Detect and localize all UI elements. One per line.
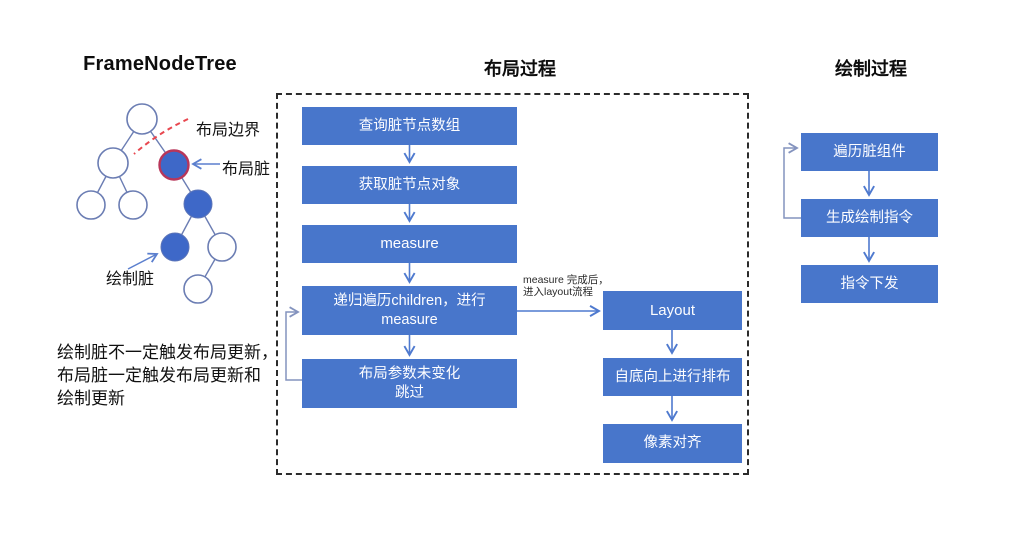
tree-node-layout-dirty — [158, 149, 190, 181]
frame-node-tree-figure — [76, 103, 237, 304]
tree-node-bottom-leaf — [183, 274, 213, 304]
step-generate-draw-commands: 生成绘制指令 — [801, 199, 938, 237]
step-params-unchanged-skip-line-1: 布局参数未变化 — [358, 365, 461, 382]
step-query-dirty-node-array: 查询脏节点数组 — [302, 107, 517, 145]
tree-note-line-2: 布局脏一定触发布局更新和 — [57, 366, 261, 385]
measure-complete-annotation-line-2: 进入layout流程 — [523, 286, 594, 298]
measure-complete-annotation: measure 完成后， 进入layout流程 — [523, 274, 609, 298]
step-recurse-children-measure-line-1: 递归遍历children，进行 — [333, 292, 486, 309]
step-recurse-children-measure: 递归遍历children，进行 measure — [302, 286, 517, 335]
tree-node-right-leaf — [207, 232, 237, 262]
layout-process-title: 布局过程 — [484, 59, 556, 79]
draw-process-title: 绘制过程 — [835, 59, 907, 79]
tree-node-root — [126, 103, 158, 135]
tree-node-dirty-child — [183, 189, 213, 219]
tree-node-leaf-1 — [76, 190, 106, 220]
step-params-unchanged-skip: 布局参数未变化 跳过 — [302, 359, 517, 408]
layout-dirty-label: 布局脏 — [222, 161, 271, 178]
loop-generate-back-to-traverse — [783, 142, 801, 219]
step-dispatch-commands: 指令下发 — [801, 265, 938, 303]
measure-complete-annotation-line-1: measure 完成后， — [523, 274, 609, 286]
step-measure: measure — [302, 225, 517, 263]
step-traverse-dirty-components: 遍历脏组件 — [801, 133, 938, 171]
layout-boundary-label: 布局边界 — [196, 122, 261, 139]
layout-boundary-dashed-arc — [133, 118, 189, 155]
step-get-dirty-node-object: 获取脏节点对象 — [302, 166, 517, 204]
step-pixel-align: 像素对齐 — [603, 424, 742, 463]
tree-node-draw-dirty — [160, 232, 190, 262]
step-params-unchanged-skip-line-2: 跳过 — [395, 384, 424, 401]
draw-dirty-pointer-arrow — [127, 252, 159, 270]
framenodetree-title: FrameNodeTree — [83, 53, 237, 75]
tree-note-line-3: 绘制更新 — [57, 389, 125, 408]
tree-note-line-1: 绘制脏不一定触发布局更新， — [57, 343, 278, 362]
tree-node-leaf-2 — [118, 190, 148, 220]
layout-process-container — [276, 93, 749, 475]
step-recurse-children-measure-line-2: measure — [381, 311, 438, 328]
step-bottom-up-arrange: 自底向上进行排布 — [603, 358, 742, 396]
step-layout: Layout — [603, 291, 742, 330]
tree-note: 绘制脏不一定触发布局更新， 布局脏一定触发布局更新和 绘制更新 — [57, 341, 278, 410]
tree-node-left — [97, 147, 129, 179]
draw-dirty-label: 绘制脏 — [106, 271, 155, 288]
